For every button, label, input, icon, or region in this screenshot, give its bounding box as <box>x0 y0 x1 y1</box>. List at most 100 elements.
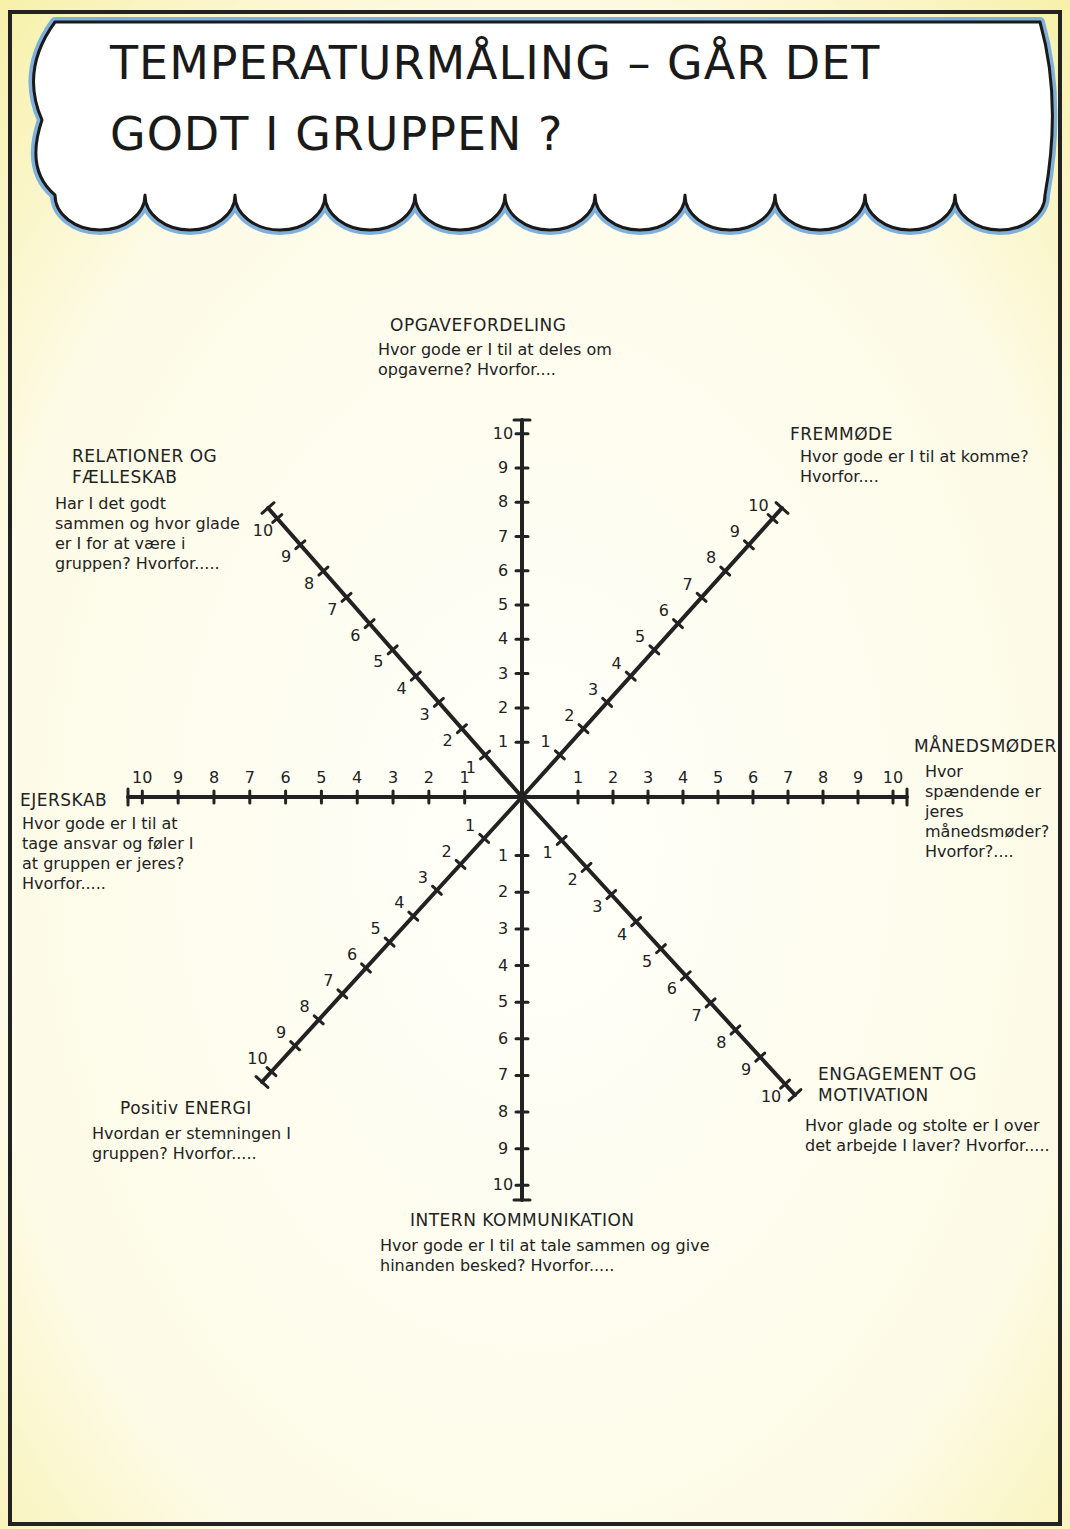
axis-tick <box>338 990 347 998</box>
scale-number: 3 <box>588 680 598 700</box>
scale-number: 7 <box>682 575 692 595</box>
axis-tick <box>342 593 351 601</box>
scale-number: 2 <box>498 698 508 718</box>
axis-tick <box>516 466 528 469</box>
axis-tick <box>632 918 641 926</box>
axis-heading: FREMMØDE <box>790 424 1040 445</box>
axis-question: Hvor gode er I til at deles om opgaverne… <box>378 340 678 380</box>
axis-tick <box>291 1042 300 1050</box>
cloud-glow <box>34 22 1053 230</box>
axis-tick <box>516 638 528 641</box>
scale-number: 2 <box>424 768 434 788</box>
axis-tick <box>267 1068 276 1076</box>
axis-tick <box>744 541 753 549</box>
scale-number: 7 <box>327 600 337 620</box>
axis-heading: INTERN KOMMUNIKATION <box>410 1210 730 1231</box>
scale-number: 6 <box>659 601 669 621</box>
axis-tick <box>892 791 895 803</box>
scale-number: 5 <box>498 992 508 1012</box>
axis-tick <box>212 791 215 803</box>
axis-tick <box>516 706 528 709</box>
axis-tick <box>516 1001 528 1004</box>
scale-number: 7 <box>692 1006 702 1026</box>
axis-question: Hvordan er stemningen I gruppen? Hvorfor… <box>92 1124 352 1164</box>
axis-tick <box>781 1080 790 1088</box>
scale-number: 5 <box>498 595 508 615</box>
axis-tick <box>681 972 690 980</box>
axis-tick <box>721 567 730 575</box>
scale-number: 6 <box>498 1029 508 1049</box>
axis-heading: MÅNEDSMØDER <box>914 736 1062 757</box>
axis-tick <box>516 927 528 930</box>
axis-tick <box>365 620 374 628</box>
scale-number: 6 <box>667 979 677 999</box>
scale-number: 3 <box>498 664 508 684</box>
scale-number: 8 <box>498 1102 508 1122</box>
axis-question: Hvor gode er I til at tale sammen og giv… <box>380 1236 740 1276</box>
scale-number: 10 <box>883 768 903 788</box>
scale-number: 6 <box>498 561 508 581</box>
scale-number: 10 <box>253 521 273 541</box>
scale-number: 4 <box>396 679 406 699</box>
axis-tick <box>434 698 443 706</box>
scale-number: 3 <box>420 705 430 725</box>
axis-tick <box>612 791 615 803</box>
axis-tick <box>857 791 860 803</box>
axis-tick <box>516 964 528 967</box>
axis-tick <box>457 725 466 733</box>
axis-tick <box>296 541 305 549</box>
axis-tick <box>682 791 685 803</box>
axis-tick <box>362 964 371 972</box>
axis-tick <box>320 791 323 803</box>
axis-tick <box>626 672 635 680</box>
axis-end-cap <box>262 503 274 514</box>
axis-line <box>520 797 524 1200</box>
axis-tick <box>706 999 715 1007</box>
scale-number: 5 <box>642 952 652 972</box>
scale-number: 1 <box>466 758 476 778</box>
axis-end-cap <box>256 1077 268 1088</box>
scale-number: 9 <box>276 1023 286 1043</box>
axis-line <box>268 508 522 797</box>
scale-number: 9 <box>741 1060 751 1080</box>
axis-end-cap <box>514 1199 530 1202</box>
axis-tick <box>273 515 282 523</box>
axis-end-cap <box>514 419 530 422</box>
scale-number: 10 <box>493 1175 513 1195</box>
axis-tick <box>481 751 490 759</box>
scale-number: 6 <box>350 626 360 646</box>
scale-number: 4 <box>678 768 688 788</box>
axis-tick <box>516 569 528 572</box>
scale-number: 8 <box>300 997 310 1017</box>
scale-number: 6 <box>347 945 357 965</box>
axis-line <box>262 797 522 1082</box>
page-border <box>10 12 1060 1524</box>
scale-number: 1 <box>573 768 583 788</box>
scale-number: 2 <box>608 768 618 788</box>
scale-number: 1 <box>541 732 551 752</box>
axis-tick <box>787 791 790 803</box>
axis-tick <box>516 854 528 857</box>
axis-tick <box>516 891 528 894</box>
axis-tick <box>555 751 564 759</box>
scale-number: 9 <box>281 547 291 567</box>
scale-number: 3 <box>643 768 653 788</box>
scale-number: 3 <box>388 768 398 788</box>
scale-number: 4 <box>617 925 627 945</box>
axis-tick <box>516 1111 528 1114</box>
axis-line <box>522 797 795 1095</box>
axis-line <box>520 420 524 797</box>
scale-number: 9 <box>853 768 863 788</box>
axis-tick <box>731 1026 740 1034</box>
axis-heading: Positiv ENERGI <box>120 1098 340 1119</box>
scale-number: 5 <box>635 627 645 647</box>
axis-tick <box>248 791 251 803</box>
scale-number: 7 <box>245 768 255 788</box>
scale-number: 8 <box>818 768 828 788</box>
axis-end-cap <box>127 789 130 805</box>
axis-tick <box>141 791 144 803</box>
scale-number: 10 <box>132 768 152 788</box>
axis-tick <box>284 791 287 803</box>
